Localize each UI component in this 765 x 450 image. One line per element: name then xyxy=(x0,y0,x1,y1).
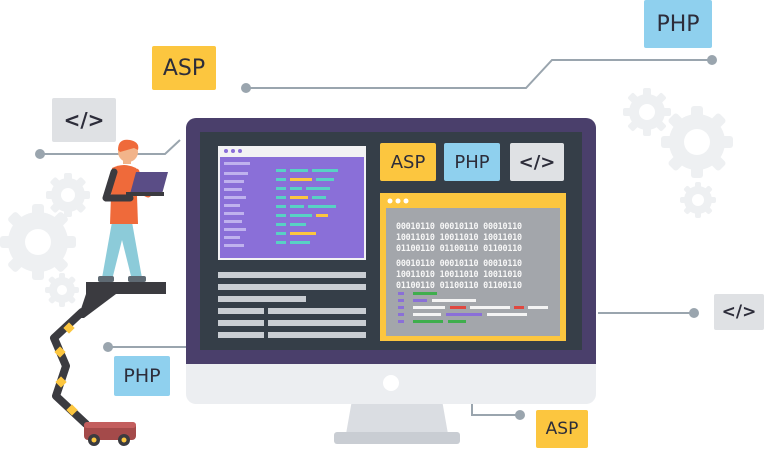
binary-line-3: 01100110 01100110 01100110 xyxy=(396,243,522,253)
asp-tag-top: ASP xyxy=(152,46,216,90)
editor-sidebar-lines xyxy=(224,162,250,247)
gear-icon-left-small xyxy=(46,173,90,217)
binary-line-1: 00010110 00010110 00010110 xyxy=(396,221,522,231)
asp-tag-bottom: ASP xyxy=(536,410,588,448)
gear-icon-left-large xyxy=(0,204,76,280)
connector-lines xyxy=(40,59,712,416)
gear-icon-right-large xyxy=(661,106,733,178)
gear-icon-right-small xyxy=(623,88,671,136)
code-tag-left: </> xyxy=(52,98,116,142)
php-tag-bottom-left: PHP xyxy=(114,356,170,396)
screen-tab-php: PHP xyxy=(444,143,500,181)
binary-code-window xyxy=(380,193,566,341)
monitor-stand xyxy=(334,400,460,444)
gear-icon-left-bottom xyxy=(45,273,79,307)
binary-line-5: 10011010 10011010 10011010 xyxy=(396,269,522,279)
code-tag-right: </> xyxy=(714,294,764,330)
connector-dots xyxy=(35,55,717,420)
binary-line-4: 00010110 00010110 00010110 xyxy=(396,258,522,268)
screen-tab-asp: ASP xyxy=(380,143,436,181)
power-button-icon xyxy=(383,375,399,391)
editor-code-lines xyxy=(276,169,338,244)
gear-icon-right-bottom xyxy=(680,182,716,218)
developer-figure xyxy=(50,139,168,446)
php-tag-top: PHP xyxy=(644,0,712,48)
binary-line-6: 01100110 01100110 01100110 xyxy=(396,280,522,290)
binary-code-bars xyxy=(398,292,548,323)
code-editor-window xyxy=(218,146,366,260)
binary-line-2: 10011010 10011010 10011010 xyxy=(396,232,522,242)
content-lines xyxy=(218,272,366,338)
screen-tab-code: </> xyxy=(510,143,564,181)
